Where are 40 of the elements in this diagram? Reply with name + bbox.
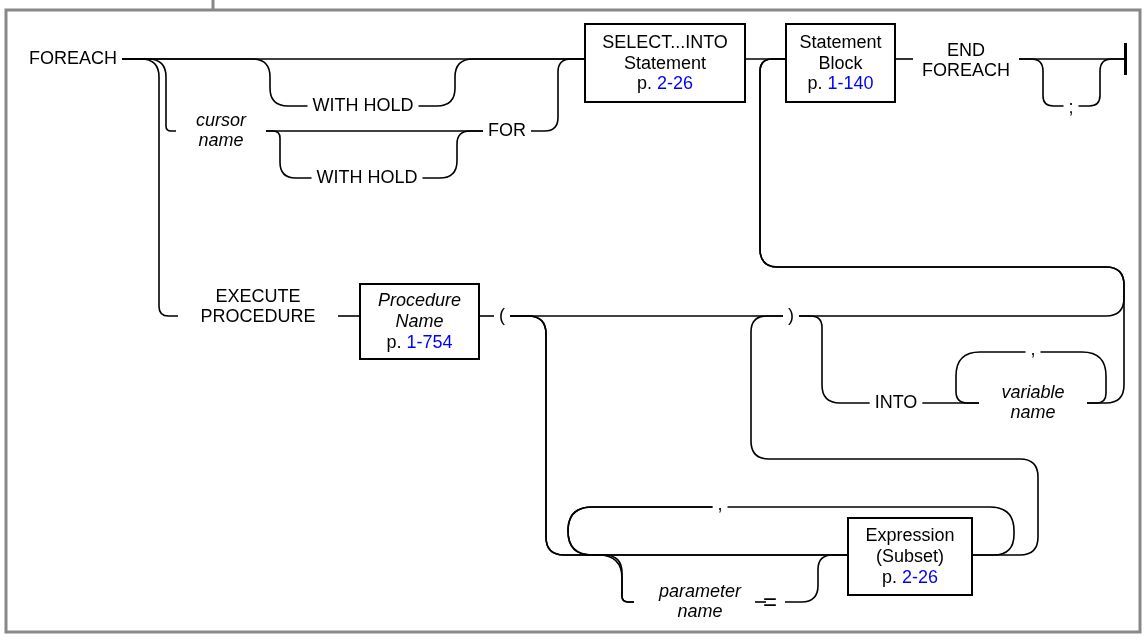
railroad-track	[337, 315, 360, 317]
syntax-variable-term: variable name	[979, 383, 1087, 423]
railroad-track	[895, 58, 914, 60]
railroad-track	[265, 130, 484, 132]
punctuation-mark: ,	[712, 495, 728, 515]
punctuation-mark: (	[494, 306, 510, 326]
end-bar	[1124, 43, 1127, 75]
railroad-track	[759, 58, 1125, 404]
keyword-text: EXECUTE PROCEDURE	[178, 287, 338, 327]
keyword-text: FOREACH	[24, 49, 122, 69]
punctuation-mark: ;	[1063, 98, 1079, 118]
syntax-element-box	[785, 23, 896, 103]
punctuation-mark: =	[755, 588, 785, 616]
railroad-track	[1018, 58, 1125, 60]
page-reference: p. 1-140	[807, 73, 874, 95]
railroad-track	[754, 601, 767, 603]
railroad-track	[479, 315, 495, 317]
keyword-text: WITH HOLD	[311, 168, 423, 188]
railroad-track	[798, 315, 871, 404]
keyword-text: END FOREACH	[913, 41, 1019, 81]
keyword-text: FOR	[483, 121, 531, 141]
element-name: Expression (Subset)	[864, 525, 956, 567]
syntax-element-box	[847, 517, 973, 596]
railroad-track	[726, 506, 1015, 556]
page-reference: p. 1-754	[386, 331, 453, 353]
keyword-text: INTO	[869, 393, 923, 413]
page-reference: p. 2-26	[636, 73, 694, 95]
syntax-element-box	[584, 23, 746, 103]
railroad-track	[530, 58, 585, 132]
page-reference: p. 2-26	[881, 566, 939, 588]
railroad-track	[1039, 351, 1107, 404]
railroad-track	[955, 351, 1027, 404]
railroad-track	[121, 58, 179, 317]
keyword-text: WITH HOLD	[307, 96, 419, 116]
syntax-variable-term: cursor name	[176, 111, 266, 151]
punctuation-mark: )	[783, 306, 799, 326]
railroad-track	[750, 315, 1039, 556]
railroad-track	[567, 506, 714, 603]
punctuation-mark: ,	[1025, 340, 1041, 360]
syntax-element-box	[359, 283, 480, 360]
